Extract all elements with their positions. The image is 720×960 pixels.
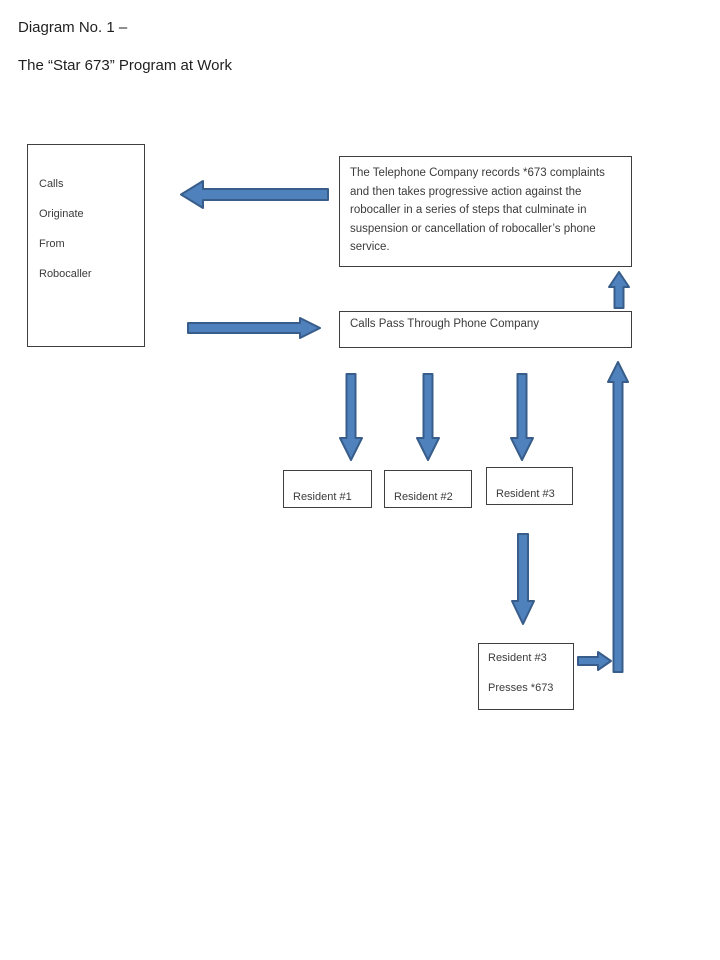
node-telephone-company-line: suspension or cancellation of robocaller… <box>350 222 596 235</box>
node-telephone-company: The Telephone Company records *673 compl… <box>339 156 632 267</box>
node-robocaller-line: Robocaller <box>39 268 92 280</box>
diagram-title-line1: Diagram No. 1 – <box>18 19 128 36</box>
node-resident-3-presses: Resident #3 Presses *673 <box>478 643 574 710</box>
node-resident-2-label: Resident #2 <box>394 491 453 503</box>
node-resident-2: Resident #2 <box>384 470 472 508</box>
arrow-down-resident3-icon <box>510 373 534 461</box>
arrow-right-small-icon <box>577 651 612 671</box>
arrow-right-to-passthrough-icon <box>187 317 321 339</box>
arrow-down-resident2-icon <box>416 373 440 461</box>
node-resident-1-label: Resident #1 <box>293 491 352 503</box>
arrow-left-to-robocaller-icon <box>180 180 329 209</box>
node-telephone-company-line: and then takes progressive action agains… <box>350 185 582 198</box>
node-resident-3-label: Resident #3 <box>496 488 555 500</box>
arrow-up-short-icon <box>608 271 630 309</box>
node-resident-1: Resident #1 <box>283 470 372 508</box>
node-robocaller-line: Originate <box>39 208 84 220</box>
arrow-down-resident1-icon <box>339 373 363 461</box>
node-telephone-company-line: service. <box>350 241 390 253</box>
node-robocaller: Calls Originate From Robocaller <box>27 144 145 347</box>
node-robocaller-line: Calls <box>39 178 64 190</box>
node-resident-3: Resident #3 <box>486 467 573 505</box>
diagram-title-line2: The “Star 673” Program at Work <box>18 57 232 74</box>
node-telephone-company-line: robocaller in a series of steps that cul… <box>350 204 587 216</box>
arrow-up-long-icon <box>607 361 629 673</box>
node-resident-3-presses-line: Resident #3 <box>488 652 547 664</box>
node-telephone-company-line: The Telephone Company records *673 compl… <box>350 167 605 179</box>
arrow-down-presses-icon <box>511 533 535 625</box>
node-resident-3-presses-line: Presses *673 <box>488 682 554 694</box>
node-pass-through: Calls Pass Through Phone Company <box>339 311 632 348</box>
node-robocaller-line: From <box>39 238 65 250</box>
node-pass-through-label: Calls Pass Through Phone Company <box>350 318 540 330</box>
